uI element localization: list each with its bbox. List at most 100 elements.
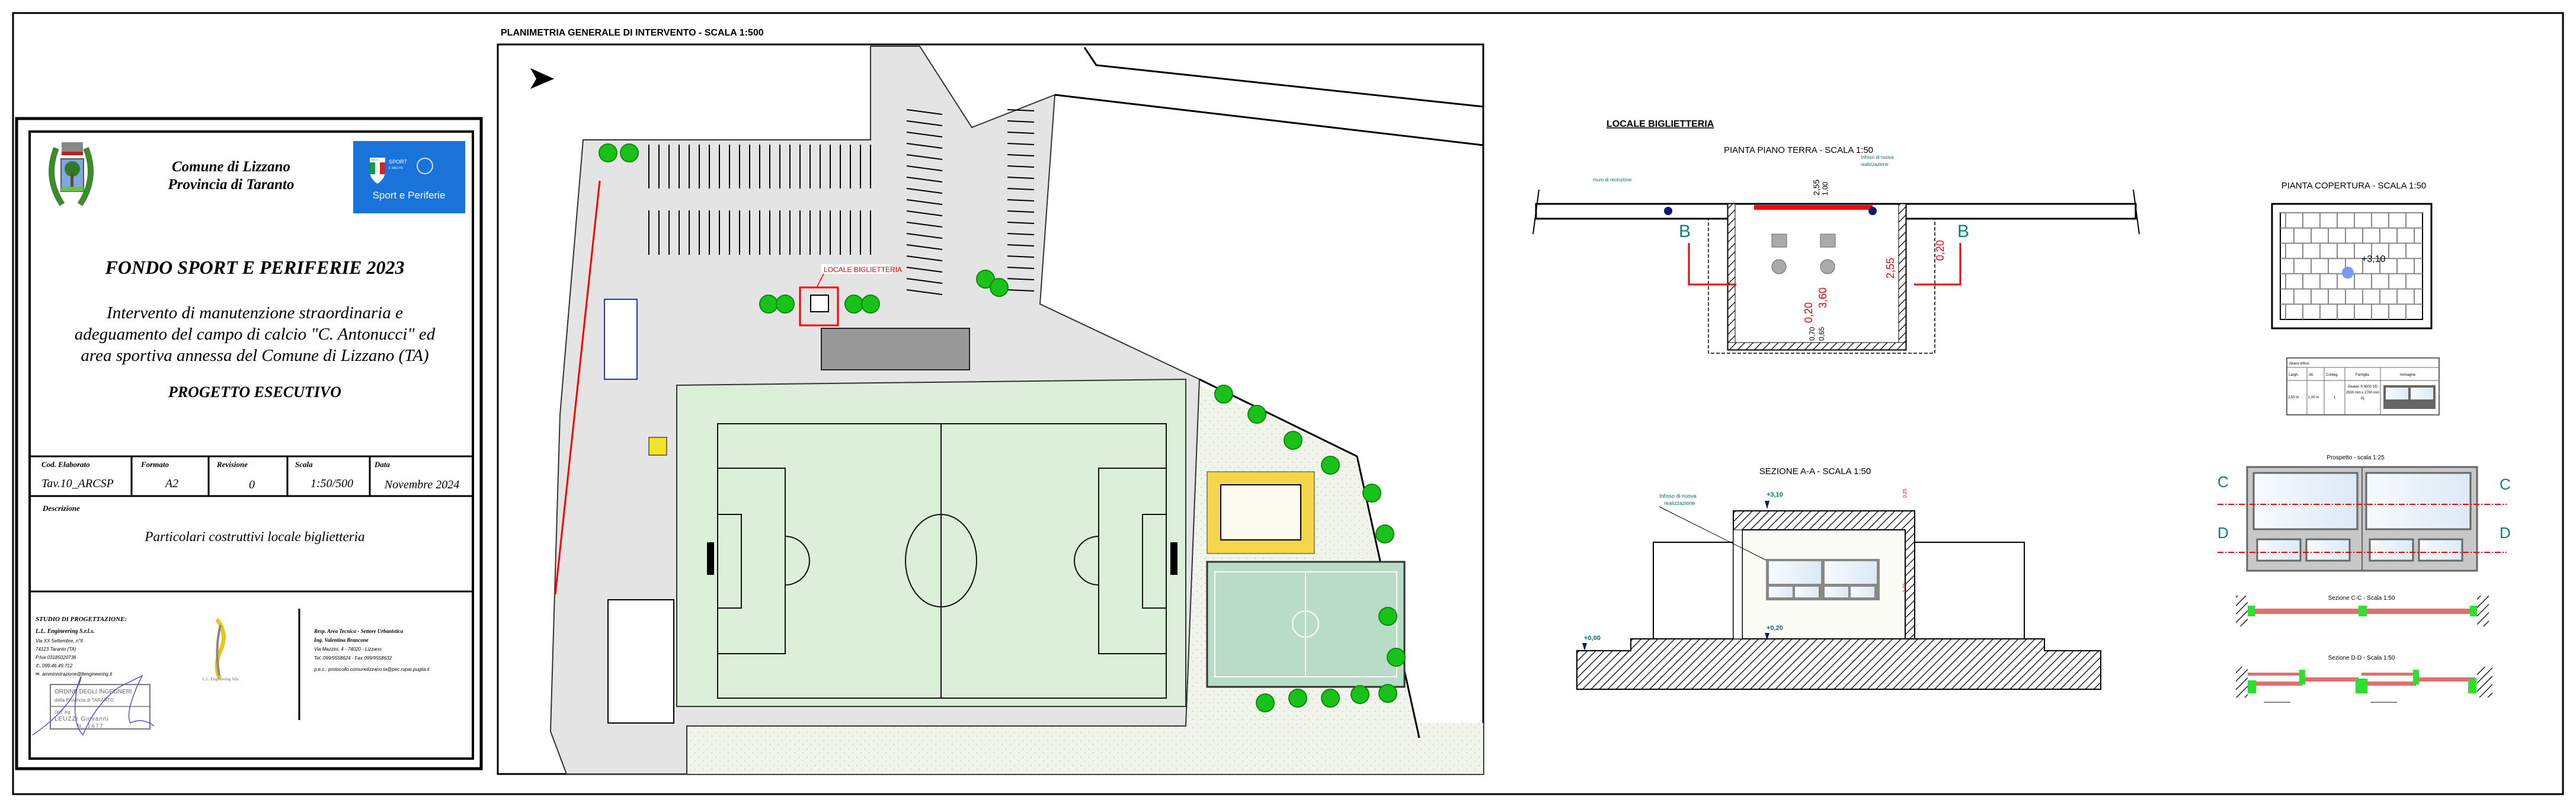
dim-label: 0,65: [1817, 327, 1826, 341]
parking-stall-line: [906, 210, 943, 216]
tree-icon: [1321, 689, 1340, 708]
parking-stall-line: [1007, 154, 1035, 156]
parking-stall-line: [1007, 233, 1035, 235]
parking-stall-line: [906, 233, 943, 239]
responsabile-info: Resp. Area Tecnica - Settore Urbanistica…: [313, 628, 430, 672]
svg-text:Tel. 099/9558624 - Fax 099/955: Tel. 099/9558624 - Fax 099/9558632: [314, 655, 392, 661]
dim-label-red: 2,70: [1902, 583, 1908, 593]
project-phase: PROGETTO ESECUTIVO: [168, 383, 341, 401]
abaco-title: Abaco infissi: [2289, 362, 2309, 366]
svg-text:Sport e Periferie: Sport e Periferie: [373, 190, 446, 201]
svg-text:Dott. Ing.: Dott. Ing.: [55, 711, 71, 715]
dim-label: 1,00: [1821, 181, 1829, 196]
value-revisione: 0: [249, 478, 255, 491]
project-description-line: area sportiva annessa del Comune di Lizz…: [81, 346, 428, 365]
tree-icon: [1214, 385, 1233, 404]
header-revisione: Revisione: [216, 460, 248, 469]
ll-engineering-logo: L.L. Engineering Srls: [203, 618, 239, 682]
sport-e-periferie-logo: SPORT E SALUTE ITALIA Sport e Periferie: [353, 141, 465, 213]
project-description-line: Intervento di manutenzione straordinaria…: [106, 303, 403, 322]
copertura-title: PIANTA COPERTURA - SCALA 1:50: [2281, 181, 2427, 191]
north-arrow-icon: [530, 68, 554, 89]
svg-text:realizzazione: realizzazione: [1861, 162, 1889, 167]
yellow-box: [648, 437, 667, 456]
parking-stall-line: [1007, 132, 1035, 134]
site-plan: LOCALE BIGLIETTERIA: [497, 43, 1484, 775]
level-marker-icon: [2342, 267, 2354, 279]
section-mark-b: B: [1679, 222, 1691, 241]
tree-icon: [990, 278, 1009, 297]
biglietteria-highlight: [799, 286, 839, 327]
svg-text:Resp. Area Tecnica - Settore U: Resp. Area Tecnica - Settore Urbanistica: [313, 628, 404, 634]
tree-icon: [1387, 648, 1406, 667]
svg-text:Via Mazzini, 4 - 74020 - Lizza: Via Mazzini, 4 - 74020 - Lizzano: [314, 647, 382, 652]
parking-stall-line: [906, 165, 943, 171]
abaco-header: Immagine: [2400, 373, 2416, 377]
tree-icon: [1351, 685, 1369, 704]
tree-icon: [759, 295, 778, 314]
section-mark-d: D: [2500, 524, 2511, 542]
sezione-aa-title: SEZIONE A-A - SCALA 1:50: [1759, 466, 1871, 476]
tree-icon: [776, 295, 795, 314]
studio-vat: P.Iva 03185020736: [36, 655, 76, 660]
parking-stall-line: [1007, 267, 1035, 269]
abaco-cell: 2,50 m: [2288, 396, 2299, 399]
parking-stall-line: [1007, 255, 1035, 258]
tree-icon: [1284, 431, 1303, 450]
parking-stall-line: [1007, 222, 1035, 224]
goal-right: [1170, 542, 1177, 575]
wall-marker-icon: [1664, 207, 1672, 215]
svg-text:SPORT: SPORT: [389, 159, 407, 165]
svg-text:della Provincia di TARANTO: della Provincia di TARANTO: [55, 698, 114, 703]
header-scala: Scala: [295, 460, 313, 469]
studio-email: ✉. amministrazione@llengineering.it: [36, 671, 113, 677]
engineer-stamp: ORDINE DEGLI INGEGNERI della Provincia d…: [32, 674, 155, 736]
window-marker-icon: [1868, 207, 1877, 215]
service-building: [604, 299, 638, 380]
dim-label-red: 0,20: [1803, 302, 1815, 323]
pianta-terra-title: PIANTA PIANO TERRA - SCALA 1:50: [1724, 145, 1873, 155]
abaco-header: Largh.: [2289, 373, 2299, 377]
roof-level: +3,10: [2361, 254, 2386, 264]
descrizione-label: Descrizione: [42, 504, 80, 513]
football-pitch: [717, 423, 1167, 699]
tree-icon: [861, 295, 880, 314]
parking-stall-line: [906, 177, 943, 183]
tree-icon: [1375, 524, 1394, 543]
value-scala: 1:50/500: [311, 477, 353, 490]
tree-icon: [1247, 405, 1266, 424]
tree-icon: [844, 295, 863, 314]
header-formato: Formato: [140, 460, 169, 469]
parking-stall-line: [906, 267, 943, 273]
parking-stall-line: [906, 199, 943, 205]
changing-rooms-building: [607, 599, 674, 724]
parking-stall-line: [1007, 244, 1035, 247]
trees: [599, 143, 1406, 712]
abaco-cell: 1: [2334, 396, 2336, 399]
prospetto-title: Prospetto - scala 1:25: [2327, 455, 2385, 461]
abaco-cell: Gealan S 9000 VD 2500 mm x 2700 mm 01: [2345, 385, 2380, 401]
parking-stall-line: [906, 289, 943, 295]
tree-icon: [1256, 693, 1275, 712]
info-table: Cod. Elaborato Formato Revisione Scala D…: [30, 455, 473, 593]
svg-text:LEUZZI Giovanni: LEUZZI Giovanni: [55, 716, 109, 722]
tree-icon: [1321, 456, 1340, 475]
plan-title: PLANIMETRIA GENERALE DI INTERVENTO - SCA…: [501, 28, 764, 38]
parking-stall-line: [906, 120, 943, 126]
tree-icon: [599, 143, 617, 162]
studio-address: Via XX Settembre, n°9: [36, 638, 84, 644]
section-mark-c: C: [2217, 473, 2229, 491]
parking-stall-line: [906, 278, 943, 284]
project-description-line: adeguamento del campo di calcio "C. Anto…: [75, 325, 436, 344]
descrizione-value: Particolari costruttivi locale bigliette…: [144, 529, 364, 544]
parking-stall-line: [1007, 109, 1035, 111]
header-cod-elaborato: Cod. Elaborato: [41, 460, 90, 469]
studio-city: 74123 Taranto (TA): [36, 647, 76, 652]
tree-icon: [976, 270, 995, 289]
parking-stall-line: [906, 143, 943, 149]
parking-stall-line: [1007, 120, 1035, 123]
parking-stall-line: [1007, 165, 1035, 168]
comune-name: Comune di Lizzano: [172, 159, 290, 175]
svg-text:p.e.c.: protocollo.comunelizza: p.e.c.: protocollo.comunelizzano.ta@pec.…: [313, 667, 430, 672]
